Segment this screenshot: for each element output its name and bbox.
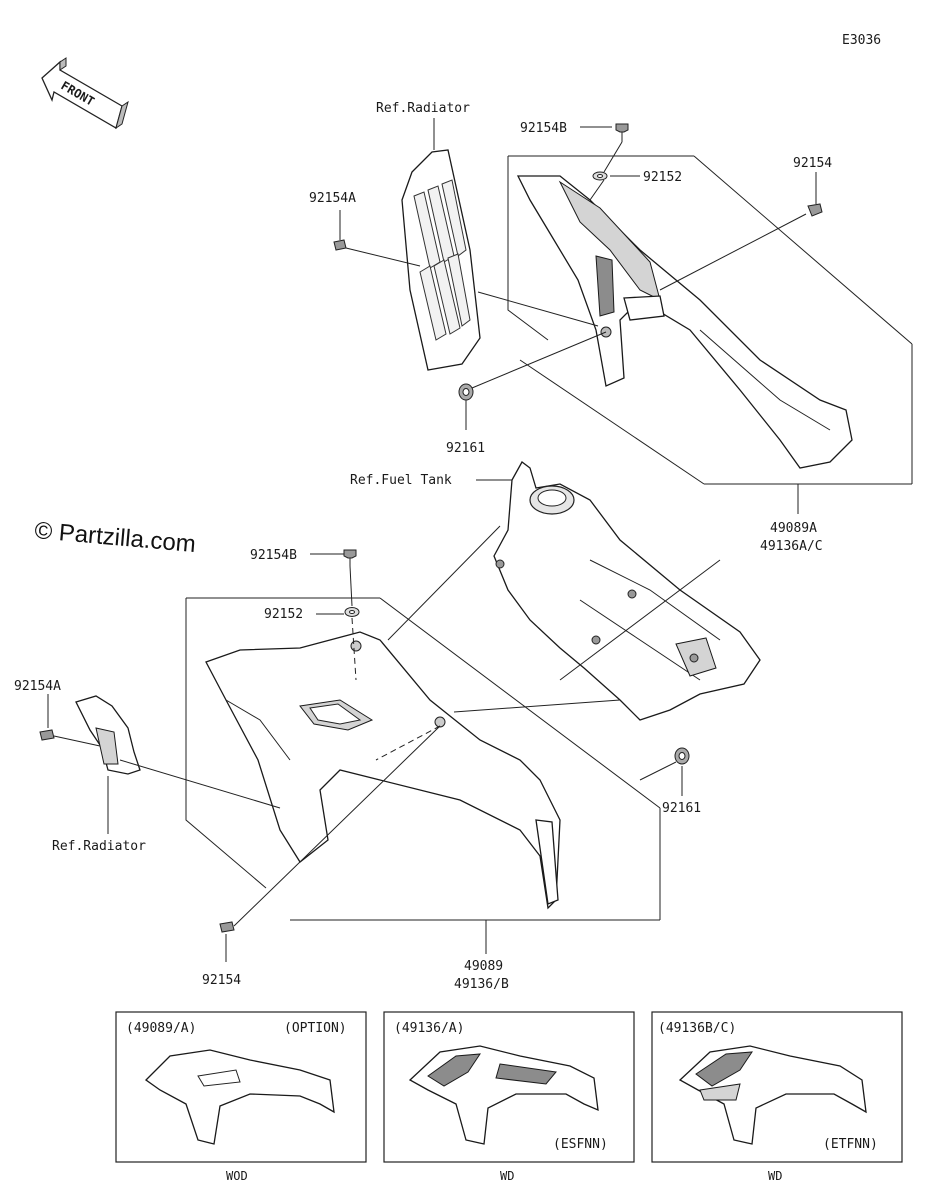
- bolt-92154B-top-icon: [615, 123, 629, 142]
- callout-49136B: 49136/B: [454, 977, 509, 992]
- fuel-tank: [493, 461, 761, 721]
- callout-92161-top: 92161: [446, 441, 485, 456]
- variant-2-code: (49136/A): [394, 1021, 464, 1036]
- callout-92161-right: 92161: [662, 801, 701, 816]
- bolt-92154-top-icon: [807, 203, 823, 217]
- variant-1-note: (OPTION): [284, 1021, 347, 1036]
- leader-lines-lower: [47, 525, 721, 962]
- variant-box-2: (49136/A) (ESFNN) WD: [383, 1011, 635, 1183]
- radiator-left: [75, 695, 141, 775]
- callout-49089A: 49089A: [770, 521, 817, 536]
- bolt-92154-bottom-icon: [219, 921, 235, 933]
- callout-92154-bottom: 92154: [202, 973, 241, 988]
- grommet-92161-top-icon: [458, 383, 474, 401]
- callout-49136AC: 49136A/C: [760, 539, 823, 554]
- grommet-92161-right-icon: [674, 747, 690, 765]
- callout-92154B-mid: 92154B: [250, 548, 297, 563]
- callout-92154A-left: 92154A: [14, 679, 61, 694]
- bolt-92154B-mid-icon: [343, 549, 357, 566]
- washer-92152-top-icon: [592, 171, 608, 181]
- ref-radiator-top-label: Ref.Radiator: [376, 101, 470, 116]
- callout-92152-mid: 92152: [264, 607, 303, 622]
- variant-box-3: (49136B/C) (ETFNN) WD: [651, 1011, 903, 1183]
- callout-92152-top: 92152: [643, 170, 682, 185]
- diagram-code: E3036: [842, 33, 881, 48]
- callout-92154-top: 92154: [793, 156, 832, 171]
- radiator-shroud-upper: [516, 175, 853, 469]
- variant-3-code: (49136B/C): [658, 1021, 736, 1036]
- front-arrow-icon: FRONT: [41, 57, 129, 130]
- variant-2-note: (ESFNN): [553, 1137, 608, 1152]
- variant-box-1: (49089/A) (OPTION) WOD: [115, 1011, 367, 1183]
- radiator-shroud-lower: [205, 631, 561, 910]
- leader-lines-upper: [339, 118, 913, 514]
- washer-92152-mid-icon: [344, 607, 360, 617]
- callout-92154A-top: 92154A: [309, 191, 356, 206]
- variant-1-code: (49089/A): [126, 1021, 196, 1036]
- ref-radiator-left-label: Ref.Radiator: [52, 839, 146, 854]
- bolt-92154A-left-icon: [39, 729, 55, 741]
- radiator-grille-top: [401, 149, 481, 371]
- variant-3-note: (ETFNN): [823, 1137, 878, 1152]
- callout-49089: 49089: [464, 959, 503, 974]
- variant-1-caption: WOD: [226, 1169, 248, 1183]
- ref-fuel-tank-label: Ref.Fuel Tank: [350, 473, 452, 488]
- callout-92154B-top: 92154B: [520, 121, 567, 136]
- variant-2-caption: WD: [500, 1169, 514, 1183]
- variant-3-caption: WD: [768, 1169, 782, 1183]
- watermark: © Partzilla.com: [33, 517, 196, 558]
- bolt-92154A-top-icon: [333, 239, 347, 251]
